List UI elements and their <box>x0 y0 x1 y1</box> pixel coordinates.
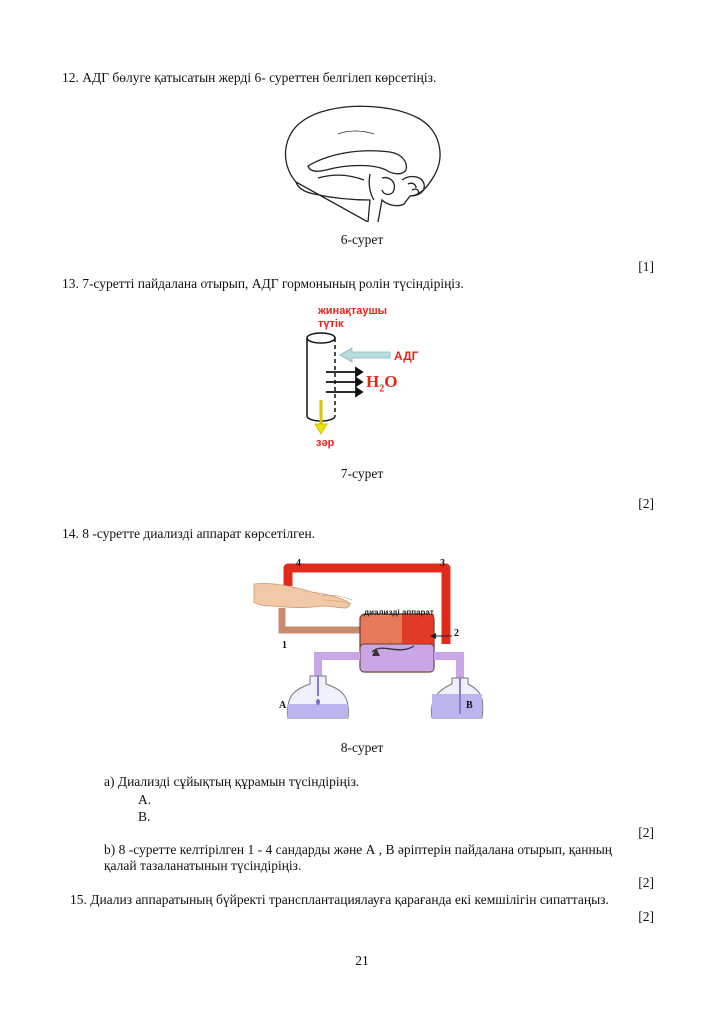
water-label: H2O <box>366 372 398 395</box>
question-14a-text: a) Диализді сұйықтың құрамын түсіндіріңі… <box>104 774 360 789</box>
label-b: B <box>466 700 473 711</box>
urine-label: зәр <box>316 437 335 449</box>
label-3: 3 <box>440 558 445 569</box>
page-number: 21 <box>355 953 369 968</box>
brain-figure <box>284 105 441 222</box>
answer-line-b: В. <box>138 809 151 824</box>
adh-duct-figure <box>306 332 391 435</box>
question-14b-text-line2: қалай тазаланатынын түсіндіріңіз. <box>104 858 302 873</box>
question-14b-mark: [2] <box>638 875 654 890</box>
question-12-text: 12. АДГ бөлуге қатысатын жерді 6- суретт… <box>62 70 437 85</box>
label-1: 1 <box>282 640 287 651</box>
question-14-text: 14. 8 -суретте диализді аппарат көрсетіл… <box>62 526 316 541</box>
question-15-mark: [2] <box>638 909 654 924</box>
question-14a-mark: [2] <box>638 825 654 840</box>
label-2: 2 <box>454 628 459 639</box>
adh-label: АДГ <box>394 349 419 363</box>
figure-7-caption: 7-сурет <box>340 466 384 481</box>
question-13-mark: [2] <box>638 496 654 511</box>
question-13-text: 13. 7-суретті пайдалана отырып, АДГ горм… <box>62 276 464 291</box>
answer-line-a: А. <box>138 792 152 807</box>
dialysis-machine-figure <box>253 563 484 719</box>
question-15-text: 15. Диализ аппаратының бүйректі транспла… <box>70 892 609 907</box>
label-4: 4 <box>296 558 301 569</box>
collecting-duct-label: жинақтаушы түтік <box>318 305 388 330</box>
question-14b-text-line1: b) 8 -суретте келтірілген 1 - 4 сандарды… <box>104 842 612 857</box>
question-12-mark: [1] <box>638 259 654 274</box>
label-a: A <box>279 700 287 711</box>
dialysis-machine-label: диализді аппарат <box>364 608 434 617</box>
figure-6-caption: 6-сурет <box>340 232 384 247</box>
figure-8-caption: 8-сурет <box>340 740 384 755</box>
